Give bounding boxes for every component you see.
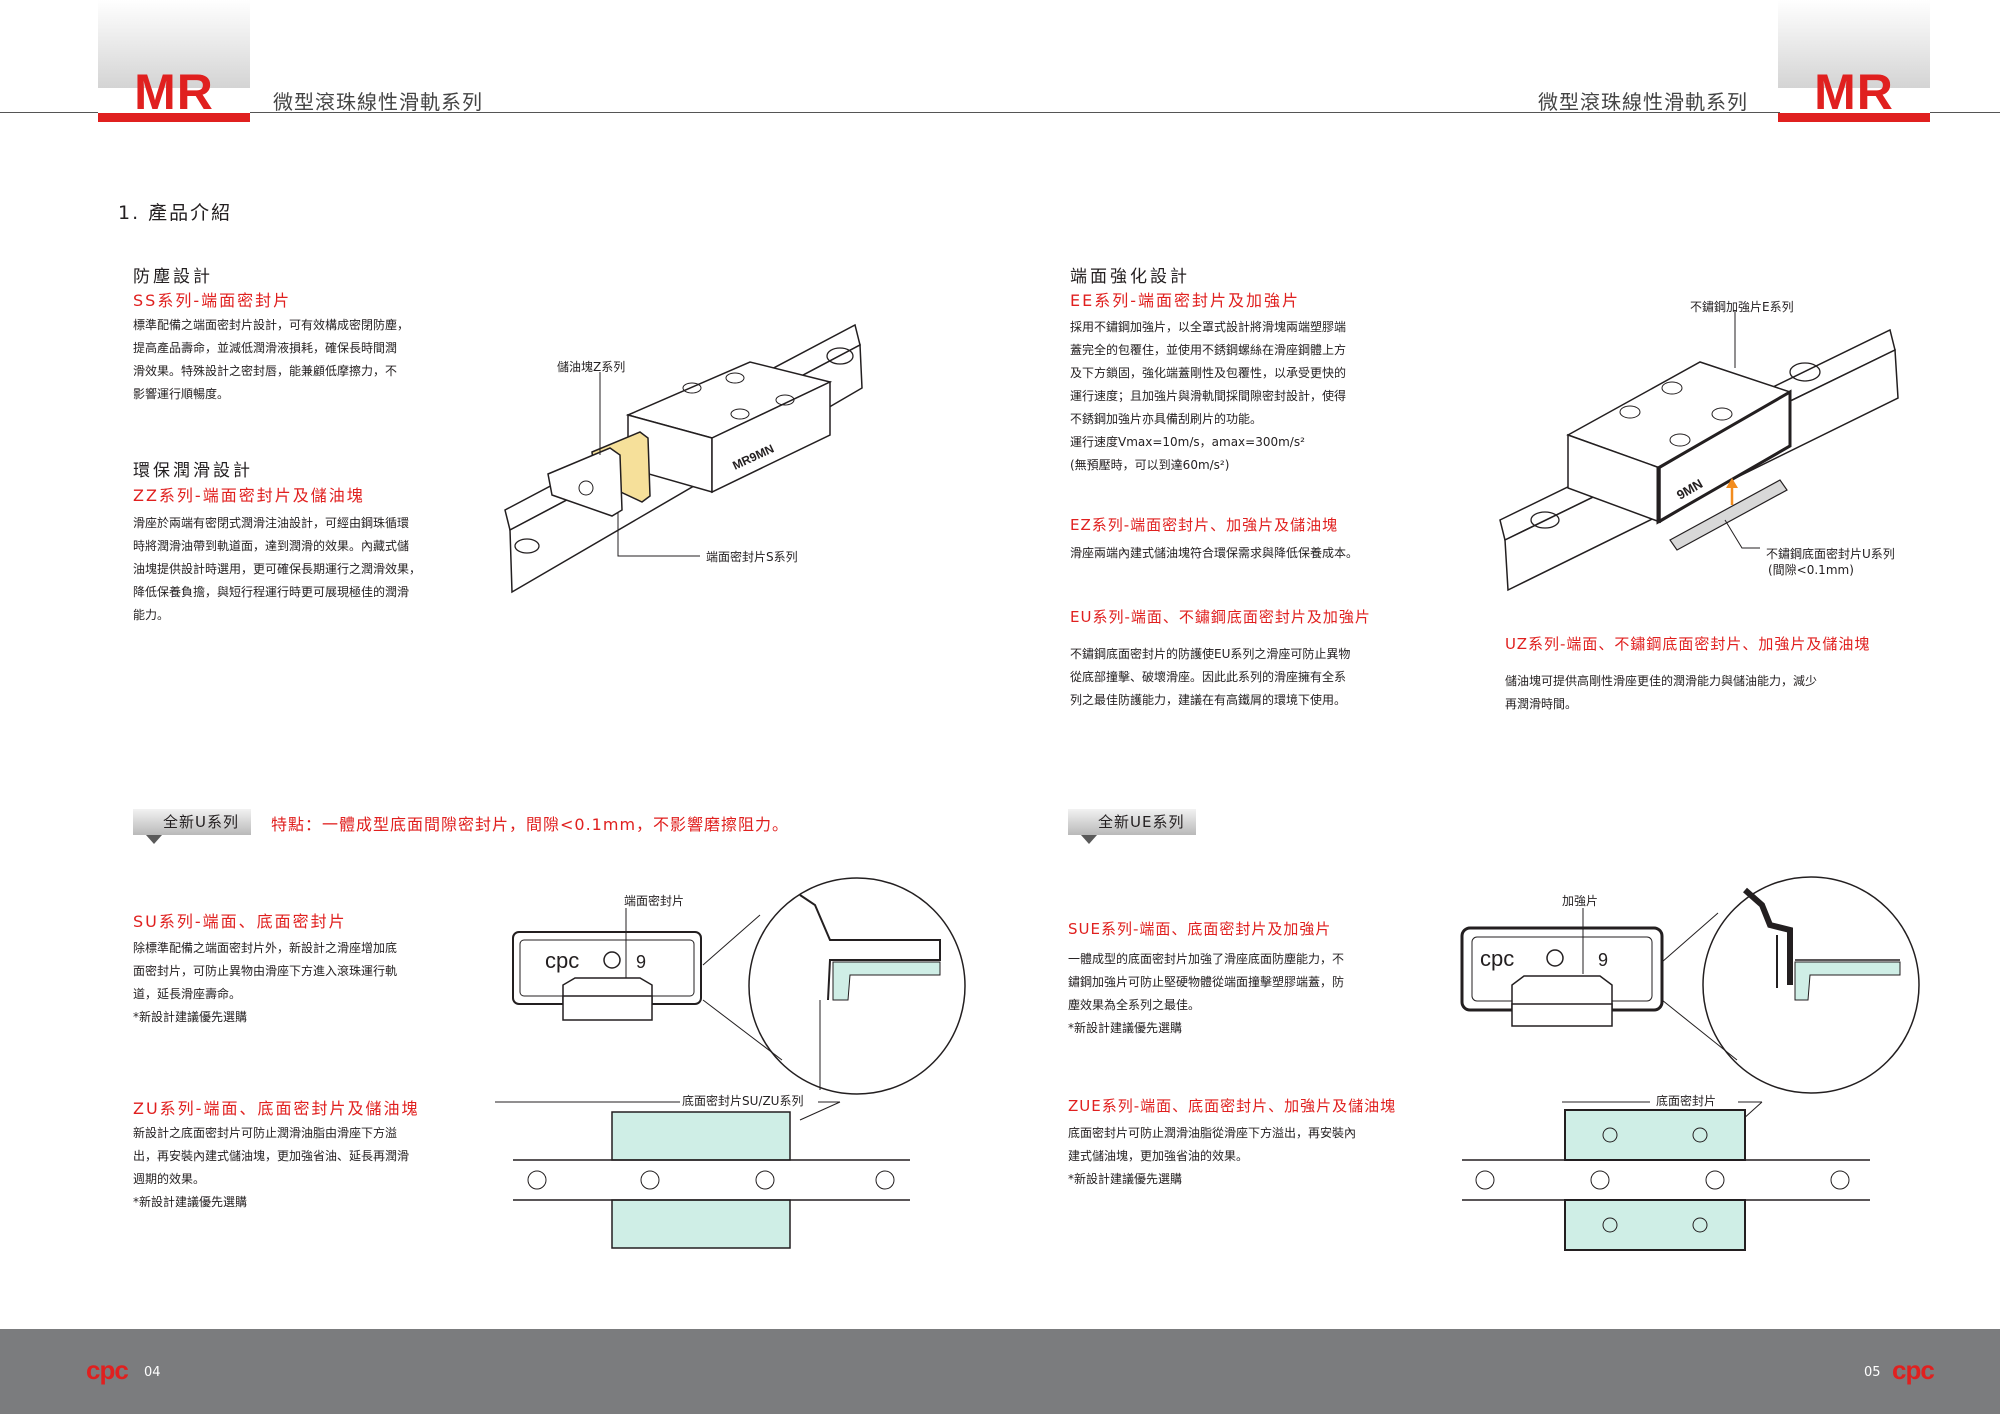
label-end-seal: 端面密封片S系列 <box>706 550 798 564</box>
new-u-feature: 特點：一體成型底面間隙密封片，間隙<0.1mm，不影響磨擦阻力。 <box>271 815 790 834</box>
label-oil-block: 儲油塊Z系列 <box>557 360 626 374</box>
page-number-right: 05 <box>1864 1365 1881 1380</box>
zu-note: *新設計建議優先選購 <box>133 1195 248 1209</box>
eu-body: 不鏽鋼底面密封片的防護使EU系列之滑座可防止異物從底部撞擊、破壞滑座。因此此系列… <box>1070 647 1351 707</box>
ee-heading: 端面強化設計 <box>1070 267 1190 287</box>
brand-mr-right: MR <box>1814 64 1894 120</box>
eu-title: EU系列-端面、不鏽鋼底面密封片及加強片 <box>1070 608 1371 626</box>
new-u-pill: 全新U系列 <box>133 809 251 835</box>
su-title: SU系列-端面、底面密封片 <box>133 912 347 931</box>
label-bottom-seal: 底面密封片SU/ZU系列 <box>682 1094 804 1108</box>
ss-body: 標準配備之端面密封片設計，可有效構成密閉防塵，提高產品壽命，並減低潤滑液損耗，確… <box>133 318 410 401</box>
header-tab-left <box>98 0 250 88</box>
ee-body: 採用不鏽鋼加強片，以全罩式設計將滑塊兩端塑膠端蓋完全的包覆住，並使用不銹鋼螺絲在… <box>1070 320 1347 472</box>
sue-note: *新設計建議優先選購 <box>1068 1021 1183 1035</box>
dust-heading: 防塵設計 <box>133 267 213 287</box>
zz-title: ZZ系列-端面密封片及儲油塊 <box>133 486 365 505</box>
sue-title: SUE系列-端面、底面密封片及加強片 <box>1068 920 1332 938</box>
end-cap-size: 9 <box>636 952 646 972</box>
label-bottom-u: 不鏽鋼底面密封片U系列 <box>1766 547 1895 561</box>
zue-note: *新設計建議優先選購 <box>1068 1172 1183 1186</box>
ss-title: SS系列-端面密封片 <box>133 291 292 310</box>
zue-body: 底面密封片可防止潤滑油脂從滑座下方溢出，再安裝內建式儲油塊，更加強省油的效果。 … <box>1068 1122 1428 1191</box>
uz-title: UZ系列-端面、不鏽鋼底面密封片、加強片及儲油塊 <box>1505 635 1871 653</box>
label-plate: 加強片 <box>1562 894 1599 908</box>
ee-title: EE系列-端面密封片及加強片 <box>1070 291 1300 310</box>
uz-body: 儲油塊可提供高剛性滑座更佳的潤滑能力與儲油能力，減少再潤滑時間。 <box>1505 674 1818 711</box>
series-title-left: 微型滾珠線性滑軌系列 <box>273 90 483 114</box>
su-body: 除標準配備之端面密封片外，新設計之滑座增加底面密封片，可防止異物由滑座下方進入滾… <box>133 937 473 1029</box>
series-title-right: 微型滾珠線性滑軌系列 <box>1538 90 1748 114</box>
new-ue-pill: 全新UE系列 <box>1068 809 1197 835</box>
pill-arrow-icon-2 <box>1081 835 1097 844</box>
header-tab-right <box>1778 0 1930 88</box>
label-gap: (間隙<0.1mm) <box>1768 563 1854 577</box>
su-note: *新設計建議優先選購 <box>133 1010 248 1024</box>
zue-title: ZUE系列-端面、底面密封片、加強片及儲油塊 <box>1068 1097 1397 1115</box>
brand-mr-left: MR <box>134 64 214 120</box>
header-red-bar-right <box>1778 113 1930 122</box>
footer-bar <box>0 1329 2000 1414</box>
pill-arrow-icon <box>146 835 162 844</box>
label-bottom-seal-2: 底面密封片 <box>1656 1094 1717 1108</box>
label-plate-e: 不鏽鋼加強片E系列 <box>1690 300 1794 314</box>
label-end-seal-2: 端面密封片 <box>624 894 685 908</box>
header-rule <box>250 112 1780 113</box>
footer-logo-left: cpc <box>86 1355 129 1385</box>
right-end-cap-text: cpc <box>1480 946 1514 971</box>
sue-body: 一體成型的底面密封片加強了滑座底面防塵能力，不鏽鋼加強片可防止堅硬物體從端面撞擊… <box>1068 948 1418 1040</box>
up-arrow-icon <box>1726 478 1738 488</box>
zu-body: 新設計之底面密封片可防止潤滑油脂由滑座下方溢出，再安裝內建式儲油塊，更加強省油、… <box>133 1122 493 1214</box>
ez-title: EZ系列-端面密封片、加強片及儲油塊 <box>1070 516 1339 534</box>
ez-body: 滑座兩端內建式儲油塊符合環保需求與降低保養成本。 <box>1070 546 1359 560</box>
header-red-bar-left <box>98 113 250 122</box>
lube-heading: 環保潤滑設計 <box>133 461 253 481</box>
right-end-cap-size: 9 <box>1598 950 1608 970</box>
page-number-left: 04 <box>144 1365 161 1380</box>
footer-logo-right: cpc <box>1892 1355 1935 1385</box>
zu-title: ZU系列-端面、底面密封片及儲油塊 <box>133 1099 420 1118</box>
end-cap-text: cpc <box>545 948 579 973</box>
end-seal-shape <box>547 447 623 517</box>
section-title: 1. 產品介紹 <box>118 202 233 224</box>
zz-body: 滑座於兩端有密閉式潤滑注油設計，可經由鋼珠循環時將潤滑油帶到軌道面，達到潤滑的效… <box>133 516 422 622</box>
